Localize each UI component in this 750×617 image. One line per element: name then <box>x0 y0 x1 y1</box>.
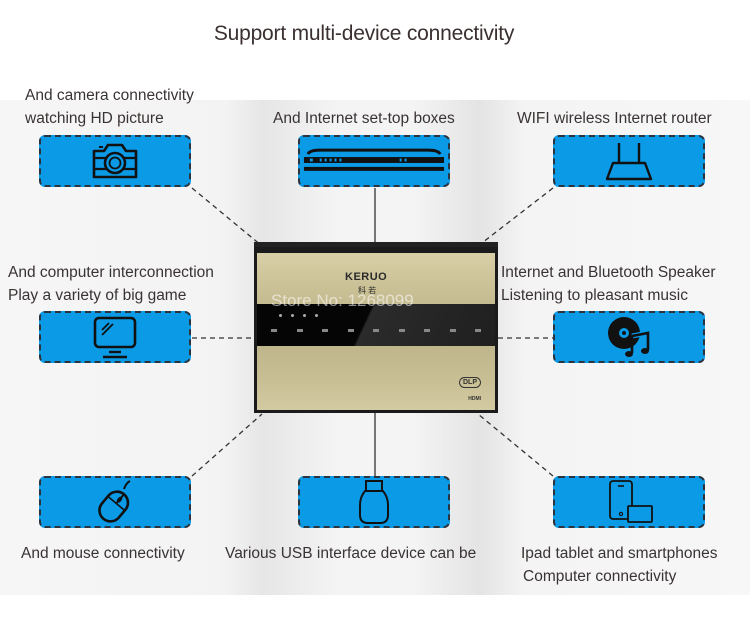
camera-icon <box>92 143 138 179</box>
device-touch-buttons <box>271 329 481 332</box>
phone-tablet-icon <box>609 480 653 523</box>
label-set-top-box: And Internet set-top boxes <box>273 110 455 127</box>
store-watermark: Store No: 1268099 <box>271 291 414 310</box>
label-mouse: And mouse connectivity <box>21 545 185 562</box>
set-top-box-icon <box>303 148 445 171</box>
label-speaker-line1: Internet and Bluetooth Speaker <box>501 264 716 281</box>
connector-tablet <box>477 413 554 477</box>
connector-camera <box>191 187 263 247</box>
wifi-router-icon <box>605 143 653 181</box>
device-top-edge <box>254 242 498 250</box>
mouse-icon <box>98 480 131 523</box>
label-speaker-line2: Listening to pleasant music <box>501 287 688 304</box>
hdmi-badge: HDMI <box>468 396 481 402</box>
connector-router <box>477 187 554 247</box>
label-camera-line1: And camera connectivity <box>25 87 194 104</box>
usb-drive-icon <box>359 480 389 524</box>
label-tablet-line2: Computer connectivity <box>523 568 677 585</box>
label-camera-line2: watching HD picture <box>25 110 164 127</box>
label-router: WIFI wireless Internet router <box>517 110 712 127</box>
label-computer-line1: And computer interconnection <box>8 264 214 281</box>
label-tablet-line1: Ipad tablet and smartphones <box>521 545 718 562</box>
diagram-title: Support multi-device connectivity <box>213 22 515 45</box>
node-usb[interactable] <box>298 476 450 528</box>
device-leds <box>279 314 318 317</box>
device-brand-logo: KERUO <box>345 271 388 283</box>
node-speaker[interactable] <box>553 311 705 363</box>
node-tablet[interactable] <box>553 476 705 528</box>
device-control-band <box>257 304 495 346</box>
device-brand-cn: 科 若 <box>358 286 377 295</box>
dlp-badge: DLP <box>459 377 481 388</box>
node-camera[interactable] <box>39 135 191 187</box>
connector-mouse <box>191 413 263 477</box>
node-computer[interactable] <box>39 311 191 363</box>
node-router[interactable] <box>553 135 705 187</box>
node-set-top-box[interactable] <box>298 135 450 187</box>
projector-device: KERUO 科 若 Store No: 1268099 DLP HDMI <box>254 247 498 413</box>
label-usb: Various USB interface device can be <box>225 545 477 562</box>
music-disc-icon <box>608 317 651 357</box>
node-mouse[interactable] <box>39 476 191 528</box>
label-computer-line2: Play a variety of big game <box>8 287 187 304</box>
monitor-icon <box>93 316 137 359</box>
